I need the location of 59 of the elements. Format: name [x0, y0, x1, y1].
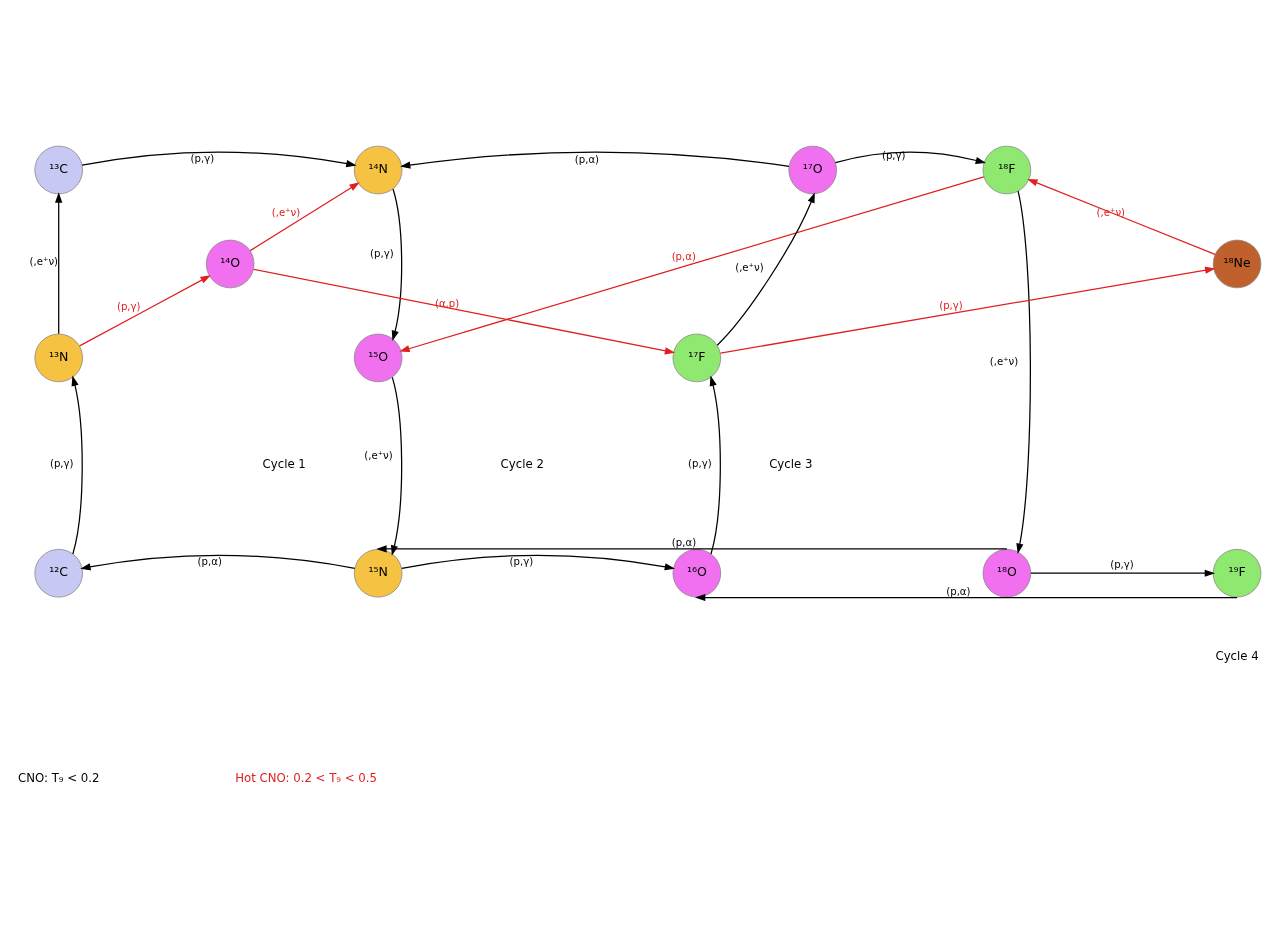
- arrow: [834, 151, 986, 164]
- arrow: [709, 375, 721, 555]
- edge-label: (p,α): [197, 555, 222, 567]
- node-circle: ¹³N: [34, 333, 83, 383]
- arrow: [80, 554, 356, 571]
- edge-label: (p,γ): [370, 248, 394, 260]
- edge-label: (p,α): [671, 537, 697, 549]
- label: Cycle 1: [262, 457, 306, 472]
- arrow: [79, 275, 211, 347]
- node-circle: ¹⁵O: [353, 333, 403, 383]
- edge-label: (p,γ): [881, 149, 906, 161]
- node-circle: ¹⁴O: [205, 239, 255, 289]
- arrow: [81, 151, 357, 168]
- label: Hot CNO: 0.2 < T₉ < 0.5: [235, 770, 378, 785]
- node-circle: ¹⁹F: [1212, 548, 1262, 598]
- edge-label: (,e⁺ν): [735, 261, 764, 273]
- arrow: [249, 182, 360, 252]
- edge-label: (,e⁺ν): [29, 256, 59, 268]
- edge-label: (,e⁺ν): [989, 355, 1019, 367]
- arrow: [694, 593, 1238, 602]
- edge-label: (,e⁺ν): [364, 450, 393, 462]
- edge-label: (p,γ): [939, 299, 963, 311]
- label: Cycle 2: [500, 457, 544, 472]
- arrow: [399, 176, 985, 353]
- node-circle: ¹³C: [34, 145, 83, 195]
- edge-label: (p,γ): [49, 457, 74, 469]
- arrow: [1016, 190, 1031, 554]
- arrow: [1030, 569, 1216, 577]
- node-circle: ¹⁷F: [672, 333, 722, 383]
- edge-label: (p,α): [574, 153, 600, 165]
- node-circle: ¹⁴N: [353, 145, 403, 195]
- arrow: [55, 192, 63, 335]
- node-circle: ¹⁸F: [982, 145, 1032, 195]
- edge-label: (p,γ): [1110, 559, 1134, 571]
- node-circle: ¹²C: [34, 548, 83, 598]
- edge-label: (p,α): [946, 585, 971, 597]
- node-circle: ¹⁵N: [353, 548, 403, 598]
- arrow: [400, 151, 790, 169]
- arrow: [401, 554, 676, 571]
- label: Cycle 3: [769, 457, 813, 472]
- label: CNO: T₉ < 0.2: [17, 770, 100, 785]
- arrow: [391, 188, 403, 341]
- node-circle: ¹⁶O: [672, 548, 722, 598]
- arrow: [71, 375, 83, 555]
- edge-label: (p,α): [671, 251, 696, 263]
- node-circle: ¹⁸O: [982, 548, 1032, 598]
- arrow: [719, 266, 1216, 354]
- arrow: [716, 192, 815, 346]
- arrow: [253, 268, 676, 355]
- edge-label: (,e⁺ν): [271, 207, 301, 219]
- edge-label: (p,γ): [688, 457, 712, 469]
- label: Cycle 4: [1215, 649, 1259, 664]
- edge-label: (p,γ): [116, 301, 141, 313]
- edge-label: (p,γ): [509, 555, 534, 567]
- node-circle: ¹⁷O: [788, 145, 837, 195]
- edge-label: (p,γ): [190, 152, 215, 164]
- node-circle: ¹⁸Ne: [1212, 239, 1262, 289]
- arrow: [1027, 178, 1216, 255]
- arrow: [376, 545, 1008, 553]
